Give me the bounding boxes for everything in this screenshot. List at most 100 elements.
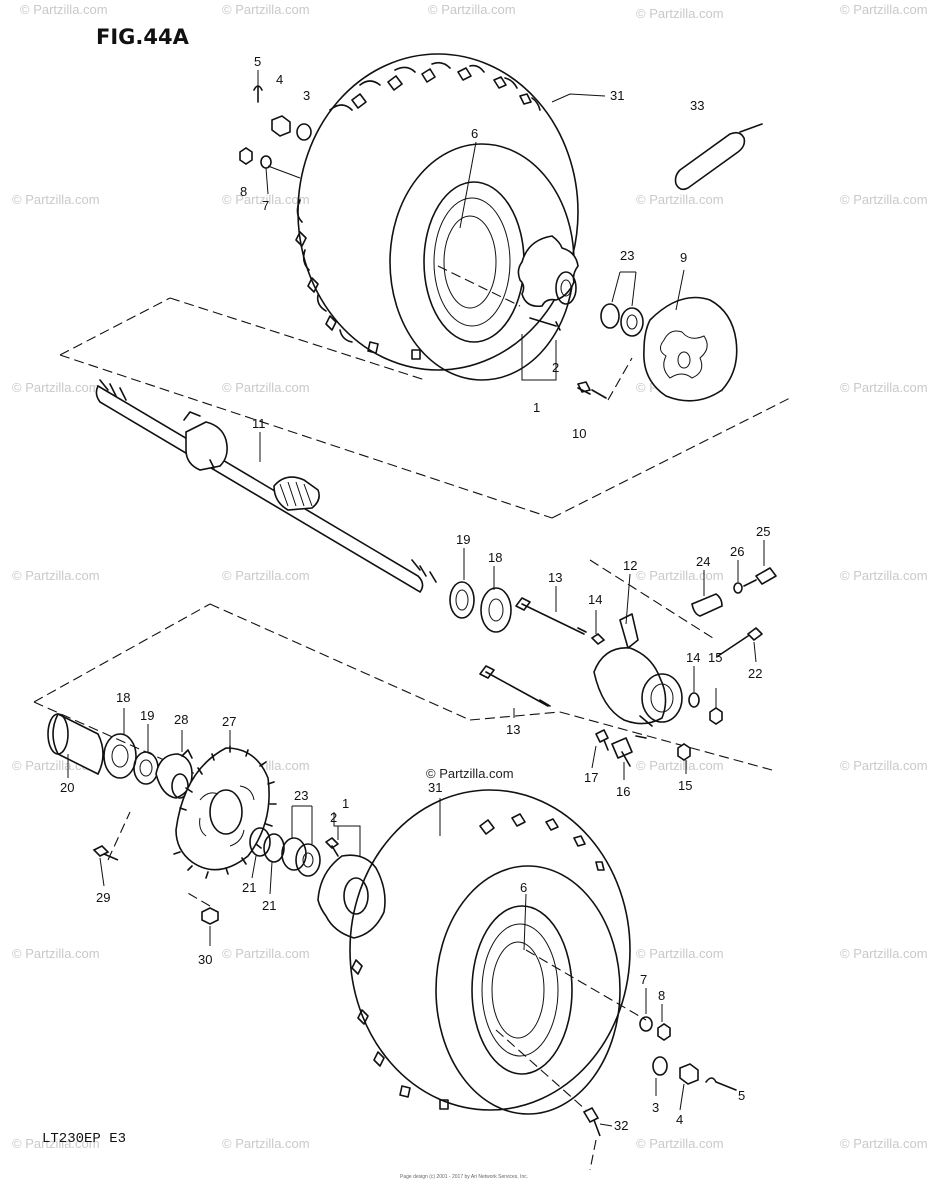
callout-label: 18 — [488, 550, 502, 565]
callout-label: 27 — [222, 714, 236, 729]
rear-axle-11 — [95, 379, 437, 594]
stud-2 — [529, 317, 561, 331]
washer-26 — [733, 582, 743, 594]
callout-label: 7 — [262, 198, 269, 213]
callout-labels: 5 4 3 31 33 6 8 7 23 9 2 1 10 11 25 19 1… — [60, 54, 770, 1133]
seal-19-upper — [449, 581, 475, 619]
callout-label: 3 — [652, 1100, 659, 1115]
watermark: © Partzilla.com — [840, 192, 927, 207]
callout-label: 17 — [584, 770, 598, 785]
pin-33 — [674, 123, 763, 191]
leader-6-bottom — [523, 893, 527, 951]
leader-9 — [675, 269, 685, 311]
bearing-case-12 — [593, 613, 683, 739]
cotter-pin-5-bottom — [705, 1077, 737, 1091]
callout-label: 23 — [620, 248, 634, 263]
bolt-13-lower — [479, 665, 551, 707]
watermark: © Partzilla.com — [636, 6, 724, 21]
footer-text: Page design (c) 2001 - 2017 by Ari Netwo… — [400, 1174, 528, 1180]
callout-label: 6 — [471, 126, 478, 141]
callout-label: 12 — [623, 558, 637, 573]
callout-label: 7 — [640, 972, 647, 987]
frame-upper — [59, 297, 791, 519]
spacer-20 — [47, 712, 104, 776]
bolt-10 — [577, 381, 607, 399]
nuts-top-left — [239, 85, 312, 169]
watermark: © Partzilla.com — [840, 380, 927, 395]
callout-label: 28 — [174, 712, 188, 727]
watermark: © Partzilla.com — [636, 1136, 724, 1151]
callout-label: 11 — [252, 416, 266, 431]
bolt-25 — [743, 567, 777, 587]
leader-21 — [251, 855, 273, 895]
bottom-hub-1 — [317, 854, 386, 939]
callout-label: 13 — [506, 722, 520, 737]
callout-label: 15 — [678, 778, 692, 793]
leader-23-lower — [291, 805, 313, 844]
watermark: © Partzilla.com — [636, 946, 724, 961]
callout-label: 16 — [616, 784, 630, 799]
callout-label: 31 — [610, 88, 624, 103]
sprocket-mount-28 — [155, 749, 193, 799]
callout-label: 1 — [342, 796, 349, 811]
spacer-21 — [249, 827, 285, 863]
callout-label: 13 — [548, 570, 562, 585]
callout-label: 22 — [748, 666, 762, 681]
callout-label: 2 — [330, 810, 337, 825]
leader-1-top — [521, 334, 557, 381]
callout-label: 5 — [254, 54, 261, 69]
callout-label: 3 — [303, 88, 310, 103]
watermark: © Partzilla.com — [840, 568, 927, 583]
watermark: © Partzilla.com — [636, 568, 724, 583]
callout-label: 18 — [116, 690, 130, 705]
leader-4-bottom — [679, 1083, 685, 1111]
bearing-18-upper — [480, 587, 512, 633]
watermark: © Partzilla.com — [840, 758, 927, 773]
leader-6-top — [459, 141, 477, 229]
callout-label: 29 — [96, 890, 110, 905]
watermark: © Partzilla.com — [222, 568, 310, 583]
bearing-23-lower — [281, 837, 321, 877]
callout-label: 14 — [588, 592, 602, 607]
nipple-17 — [595, 729, 609, 751]
callout-label: 31 — [428, 780, 442, 795]
nut-15-upper — [709, 707, 723, 725]
leader-12 — [625, 573, 631, 625]
callout-label: 5 — [738, 1088, 745, 1103]
washer-7-bottom — [639, 1016, 653, 1032]
seal-19-lower — [133, 751, 159, 785]
washer-14-lower — [688, 692, 700, 708]
nut-4-bottom — [679, 1063, 699, 1085]
watermark: © Partzilla.com — [840, 946, 927, 961]
dashed-valve-line — [495, 949, 647, 1171]
callout-label: 1 — [533, 400, 540, 415]
figure-title: FIG.44A — [96, 25, 190, 49]
watermark: © Partzilla.com — [636, 758, 724, 773]
watermark: © Partzilla.com — [12, 192, 100, 207]
bearing-18-lower — [103, 733, 137, 779]
nut-15-lower — [677, 743, 691, 761]
callout-label: 19 — [140, 708, 154, 723]
callout-label: 23 — [294, 788, 308, 803]
nut-8-bottom — [657, 1023, 671, 1041]
callout-label: 26 — [730, 544, 744, 559]
top-tire-31 — [295, 53, 579, 381]
washer-3-bottom — [652, 1056, 668, 1076]
stud-2-lower — [325, 837, 339, 857]
callout-label: 4 — [276, 72, 283, 87]
watermark: © Partzilla.com — [12, 568, 100, 583]
callout-label: 9 — [680, 250, 687, 265]
watermark: © Partzilla.com — [20, 2, 108, 17]
watermark-grid: © Partzilla.com © Partzilla.com © Partzi… — [12, 2, 927, 1151]
leader-31-top — [551, 93, 606, 103]
dashed-sprocket-line — [107, 811, 211, 907]
callout-label: 21 — [262, 898, 276, 913]
watermark: © Partzilla.com — [636, 192, 724, 207]
callout-label: 4 — [676, 1112, 683, 1127]
callout-label: 32 — [614, 1118, 628, 1133]
leader-29 — [99, 857, 105, 887]
copyright-label: © Partzilla.com — [426, 766, 514, 781]
callout-label: 2 — [552, 360, 559, 375]
leader-7-top — [265, 165, 301, 195]
callout-label: 8 — [240, 184, 247, 199]
